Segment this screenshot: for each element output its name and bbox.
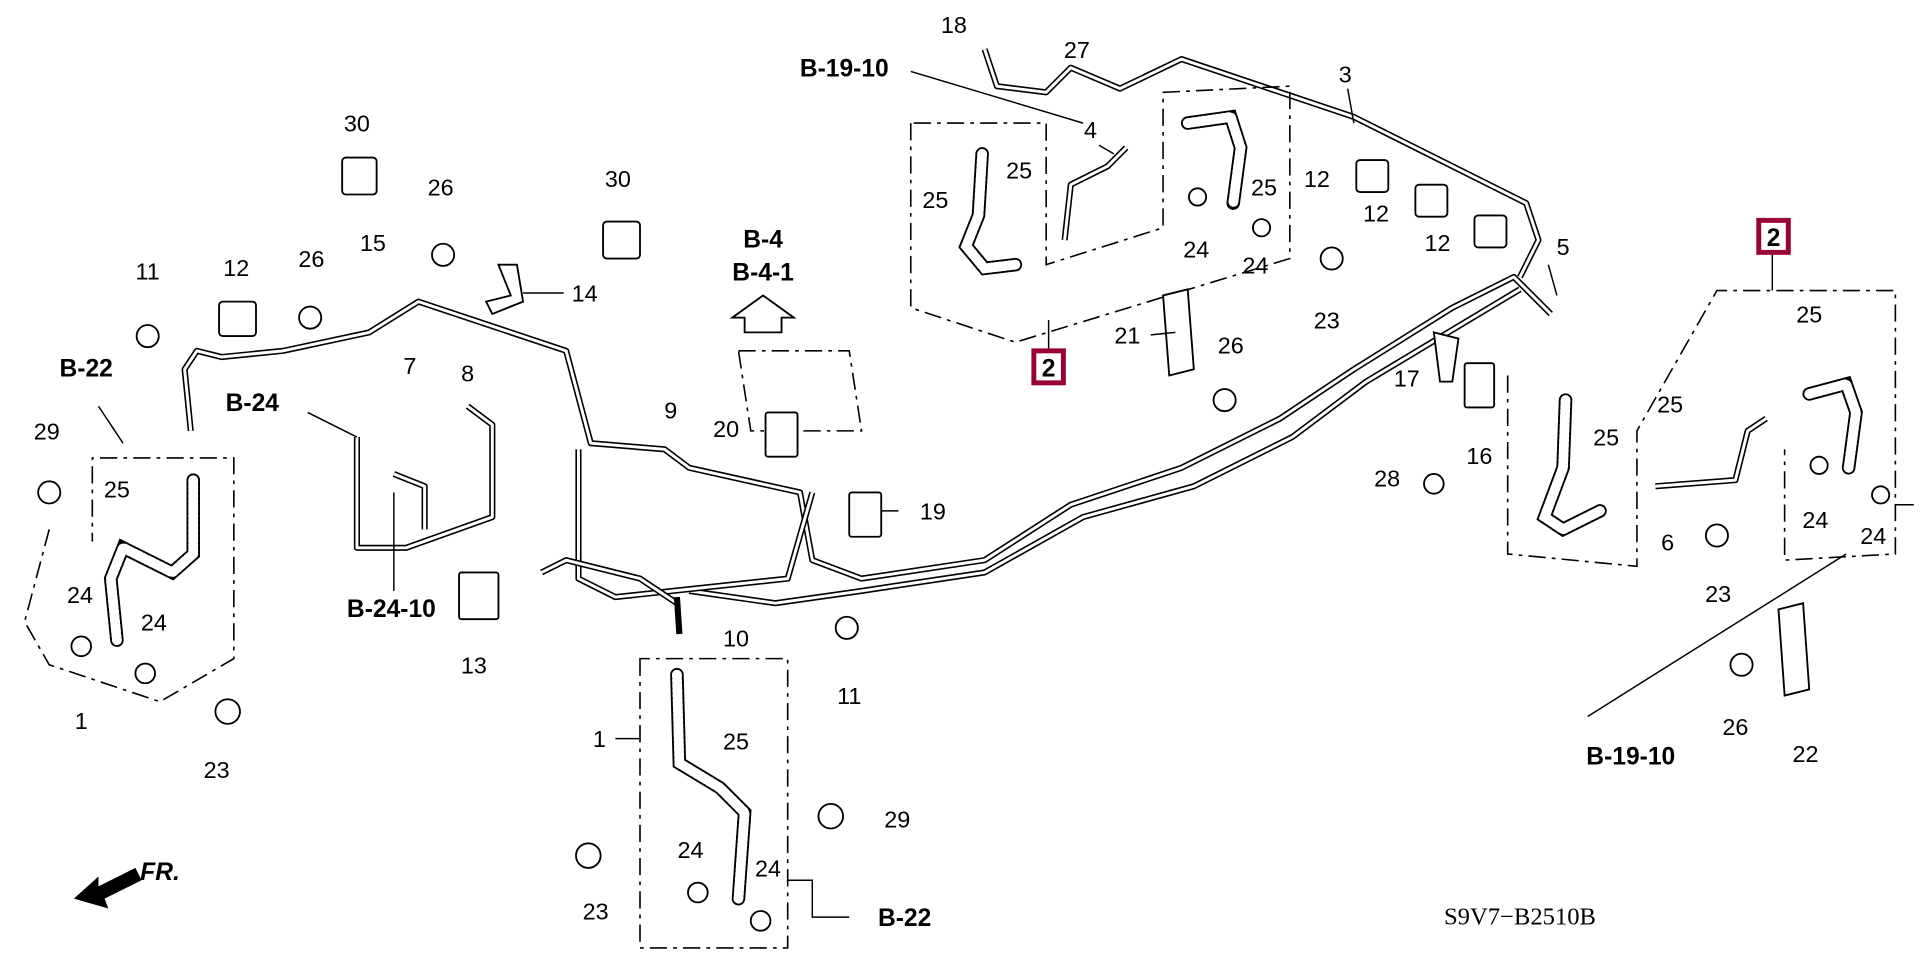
- callout[interactable]: 1: [593, 726, 606, 752]
- ref-b19-10-top[interactable]: B-19-10: [800, 55, 889, 82]
- front-arrow-icon: [73, 867, 142, 909]
- ref-b22-bottom[interactable]: B-22: [878, 905, 931, 932]
- callout[interactable]: 25: [922, 187, 948, 213]
- callout[interactable]: 21: [1114, 322, 1140, 348]
- callout[interactable]: 30: [605, 166, 631, 192]
- callout[interactable]: 7: [403, 353, 416, 379]
- callout[interactable]: 23: [583, 899, 609, 925]
- callout[interactable]: 23: [1314, 308, 1340, 334]
- callout[interactable]: 25: [1251, 175, 1277, 201]
- callout[interactable]: 16: [1466, 443, 1492, 469]
- ref-b19-10-right[interactable]: B-19-10: [1586, 743, 1675, 770]
- callout[interactable]: 12: [223, 255, 249, 281]
- callout[interactable]: 23: [1705, 581, 1731, 607]
- callout[interactable]: 12: [1425, 230, 1451, 256]
- callout[interactable]: 25: [1593, 425, 1619, 451]
- callout[interactable]: 24: [67, 582, 93, 608]
- callout[interactable]: 4: [1084, 117, 1097, 143]
- part-2-highlight-front[interactable]: 2: [1031, 348, 1066, 386]
- ref-b24[interactable]: B-24: [226, 390, 280, 417]
- callout[interactable]: 13: [461, 652, 487, 678]
- ref-b24-10[interactable]: B-24-10: [347, 596, 436, 623]
- arrow-up-icon: [729, 294, 797, 334]
- callout[interactable]: 23: [204, 757, 230, 783]
- callout[interactable]: 24: [141, 609, 167, 635]
- callout[interactable]: 25: [104, 476, 130, 502]
- callout[interactable]: 11: [136, 258, 160, 284]
- ref-b4-1[interactable]: B-4-1: [732, 260, 794, 287]
- callout[interactable]: 11: [837, 683, 861, 709]
- ref-b4[interactable]: B-4: [743, 226, 783, 253]
- callout[interactable]: 30: [344, 111, 370, 137]
- leader-lines: [97, 70, 1914, 918]
- callout[interactable]: 10: [723, 625, 749, 651]
- part-2-highlight-rear[interactable]: 2: [1756, 217, 1791, 255]
- callout[interactable]: 29: [34, 418, 60, 444]
- callouts: 18 27 3 4 25 25 25 12 12 12 24 24 23 5 2…: [34, 12, 1886, 924]
- callout[interactable]: 26: [1722, 714, 1748, 740]
- callout[interactable]: 1: [75, 708, 88, 734]
- callout[interactable]: 24: [1860, 523, 1886, 549]
- callout[interactable]: 25: [1006, 158, 1032, 184]
- callout[interactable]: 12: [1304, 166, 1330, 192]
- ref-b22-left[interactable]: B-22: [59, 356, 112, 383]
- callout[interactable]: 28: [1374, 465, 1400, 491]
- callout[interactable]: 6: [1661, 529, 1674, 555]
- callout[interactable]: 9: [664, 398, 677, 424]
- callout[interactable]: 26: [428, 175, 454, 201]
- callout[interactable]: 24: [677, 837, 703, 863]
- callout[interactable]: 8: [461, 361, 474, 387]
- callout[interactable]: 24: [1802, 507, 1828, 533]
- callout[interactable]: 19: [920, 499, 946, 525]
- callout[interactable]: 26: [298, 246, 324, 272]
- parts: [37, 156, 1891, 932]
- callout[interactable]: 24: [755, 856, 781, 882]
- callout[interactable]: 25: [1657, 391, 1683, 417]
- front-marker-label: FR.: [140, 859, 180, 886]
- callout[interactable]: 25: [723, 729, 749, 755]
- callout[interactable]: 22: [1793, 741, 1819, 767]
- brake-pipes: [181, 48, 1768, 635]
- brake-hoses: [103, 109, 1863, 906]
- svg-text:2: 2: [1767, 225, 1781, 252]
- callout[interactable]: 12: [1363, 201, 1389, 227]
- callout[interactable]: 24: [1183, 236, 1209, 262]
- callout[interactable]: 14: [572, 281, 598, 307]
- callout[interactable]: 25: [1796, 302, 1822, 328]
- callout[interactable]: 29: [884, 806, 910, 832]
- callout[interactable]: 15: [360, 230, 386, 256]
- assembly-boxes: [23, 85, 1897, 949]
- callout[interactable]: 26: [1218, 332, 1244, 358]
- callout[interactable]: 5: [1557, 234, 1570, 260]
- callout[interactable]: 27: [1064, 37, 1090, 63]
- callout[interactable]: 18: [941, 12, 967, 38]
- callout[interactable]: 17: [1394, 366, 1420, 392]
- callout[interactable]: 3: [1339, 61, 1352, 87]
- svg-text:2: 2: [1042, 356, 1056, 383]
- callout[interactable]: 20: [713, 416, 739, 442]
- diagram-code: S9V7−B2510B: [1444, 904, 1596, 931]
- callout[interactable]: 24: [1242, 252, 1268, 278]
